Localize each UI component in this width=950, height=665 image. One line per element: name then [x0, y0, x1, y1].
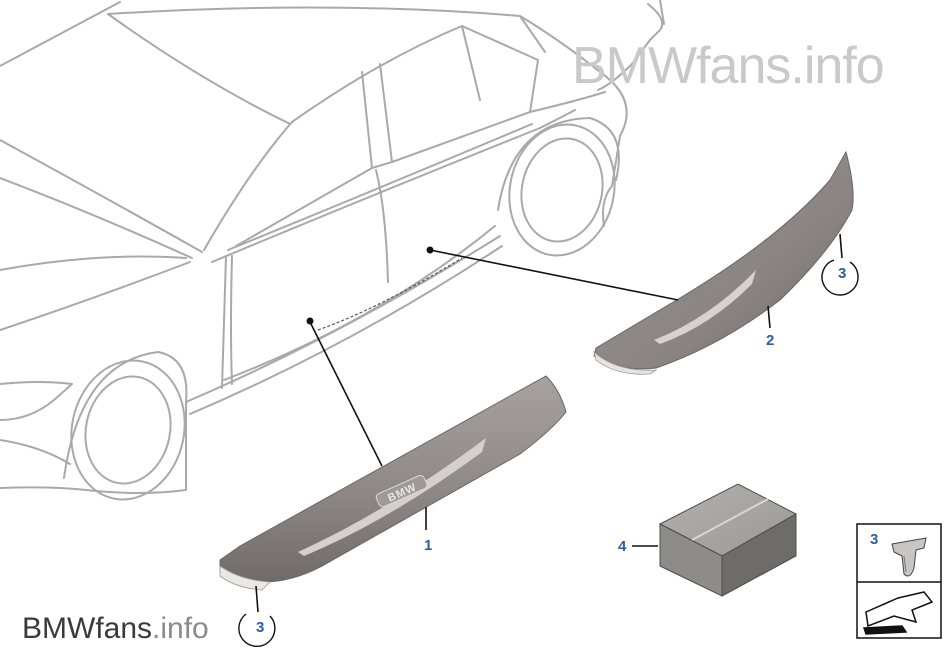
callout-part-2: 2: [766, 332, 775, 349]
callout-circle-3-bottom: [238, 613, 276, 648]
legend-panel: [856, 523, 942, 639]
callout-circle-3-top: [821, 259, 859, 296]
clip-icon: [891, 537, 927, 577]
front-entrance-strip: BMW: [219, 375, 567, 591]
car-outline: [0, 0, 665, 501]
direction-arrow-icon: [862, 591, 934, 635]
rear-entrance-strip: [593, 150, 854, 375]
leader-dot-rear: [426, 246, 434, 254]
leader-dot-front: [306, 317, 314, 325]
watermark-top: BMWfans.info: [572, 37, 885, 95]
legend-part-number: 3: [870, 531, 879, 548]
callout-part-4: 4: [618, 538, 627, 555]
callout-part-1: 1: [424, 537, 433, 554]
callout-part-3-bottom: 3: [256, 619, 265, 636]
leader-lines: [255, 233, 843, 613]
watermark-bottom: BMWfans.info: [22, 612, 209, 645]
callout-part-3-top: 3: [838, 265, 847, 282]
sill-dash-line: [317, 257, 463, 331]
box-part: [658, 483, 798, 597]
